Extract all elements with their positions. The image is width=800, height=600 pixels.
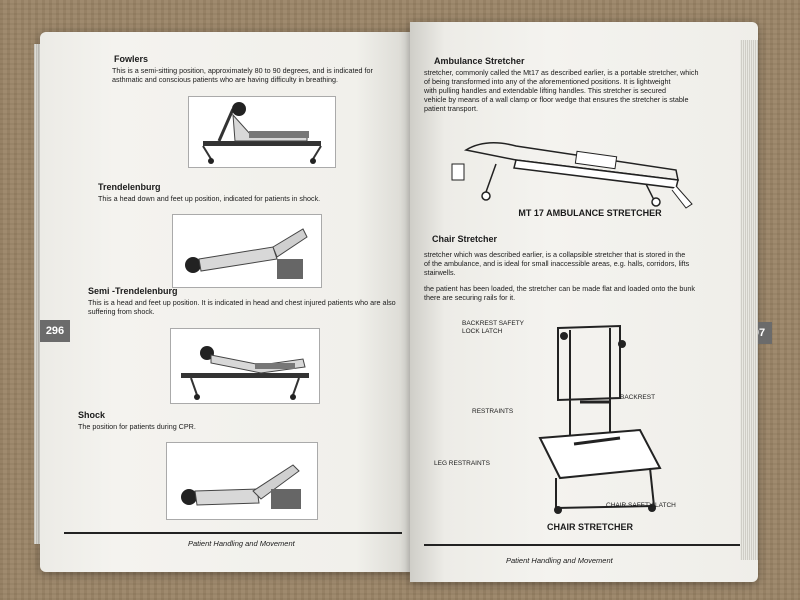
page-edges-right [740, 40, 758, 560]
heading-semi-trendelenburg: Semi -Trendelenburg [88, 286, 178, 296]
heading-fowlers: Fowlers [114, 54, 149, 64]
text-line: with pulling handles and extendable lift… [424, 86, 666, 95]
text-semi-trendelenburg: This is a head and feet up position. It … [88, 298, 396, 316]
footer-left: Patient Handling and Movement [188, 539, 295, 548]
text-line: there are securing rails for it. [424, 293, 516, 302]
footer-rule-right [424, 544, 746, 546]
text-trendelenburg: This a head down and feet up position, i… [98, 194, 321, 203]
text-line: stairwells. [424, 268, 456, 277]
illustration-semi-trendelenburg [170, 328, 320, 404]
text-chair-stretcher-2: the patient has been loaded, the stretch… [424, 284, 754, 302]
illustration-chair-stretcher [470, 318, 690, 518]
heading-trendelenburg: Trendelenburg [98, 182, 161, 192]
label-restraints: RESTRAINTS [472, 408, 514, 415]
right-page: Ambulance Stretcher stretcher, commonly … [410, 22, 758, 582]
caption-chair-stretcher: CHAIR STRETCHER [546, 522, 633, 532]
label-leg-restraints: LEG RESTRAINTS [434, 460, 490, 467]
text-line: stretcher, commonly called the Mt17 as d… [424, 68, 699, 77]
label-chair-safety-latch: CHAIR SAFETY LATCH [606, 502, 676, 509]
footer-rule-left [64, 532, 402, 534]
illustration-mt17-stretcher [446, 120, 696, 210]
illustration-trendelenburg [172, 214, 322, 288]
text-shock: The position for patients during CPR. [78, 422, 196, 431]
heading-ambulance-stretcher: Ambulance Stretcher [434, 56, 525, 66]
text-line: of being transformed into any of the afo… [424, 77, 671, 86]
text-line: of the ambulance, and is ideal for small… [424, 259, 690, 268]
text-line: the patient has been loaded, the stretch… [424, 284, 695, 293]
heading-chair-stretcher: Chair Stretcher [432, 234, 498, 244]
label-backrest-safety-lock-latch: BACKREST SAFETY LOCK LATCH [462, 320, 525, 335]
page-number-left: 296 [40, 320, 70, 342]
text-chair-stretcher: stretcher which was described earlier, i… [424, 250, 754, 277]
text-line: patient transport. [424, 104, 478, 113]
text-line: stretcher which was described earlier, i… [424, 250, 686, 259]
illustration-shock [166, 442, 318, 520]
illustration-fowlers [188, 96, 336, 168]
footer-right: Patient Handling and Movement [506, 556, 613, 565]
left-page: 296 Fowlers This is a semi-sitting posit… [40, 32, 412, 572]
text-fowlers: This is a semi-sitting position, approxi… [112, 66, 373, 84]
text-ambulance-stretcher: stretcher, commonly called the Mt17 as d… [424, 68, 754, 113]
caption-mt17: MT 17 AMBULANCE STRETCHER [518, 208, 662, 218]
page-edges-left [34, 44, 44, 544]
text-line: vehicle by means of a wall clamp or floo… [424, 95, 689, 104]
label-backrest: BACKREST [620, 394, 656, 401]
heading-shock: Shock [78, 410, 106, 420]
